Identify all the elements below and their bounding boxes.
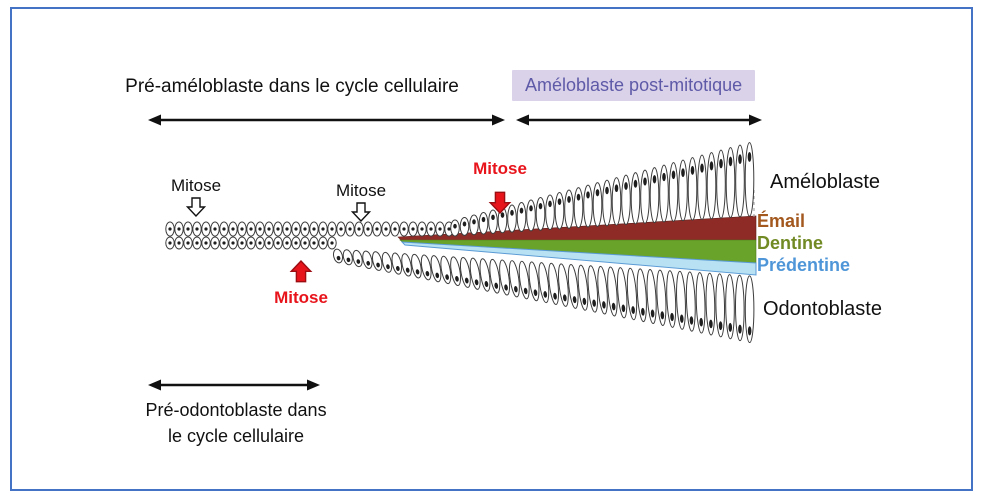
pre-odontoblaste-range-arrow <box>148 379 320 391</box>
mitose-label-2: Mitose <box>335 181 387 200</box>
mitose-arrow-red-up <box>289 259 313 283</box>
ameloblaste-post-mitotique-badge: Améloblaste post-mitotique <box>512 70 756 101</box>
predentine-label: Prédentine <box>757 255 851 275</box>
email-label: Émail <box>757 211 806 231</box>
dentine-label: Dentine <box>757 233 824 253</box>
odontoblast-cells <box>165 236 755 344</box>
diagram-border <box>10 7 973 491</box>
pre-ameloblaste-range-arrow <box>148 114 505 126</box>
mitose-label-red-top: Mitose <box>473 159 527 178</box>
mitose-arrow-1 <box>185 197 207 218</box>
mitose-label-red-bottom: Mitose <box>274 288 328 307</box>
mitose-label-1: Mitose <box>170 176 222 195</box>
ameloblaste-label: Améloblaste <box>770 171 881 193</box>
pre-odontoblaste-label-line2: le cycle cellulaire <box>167 426 305 447</box>
mitose-arrow-2 <box>350 202 372 223</box>
post-mitotic-range-arrow <box>516 114 762 126</box>
pre-ameloblaste-label: Pré-améloblaste dans le cycle cellulaire <box>125 76 459 97</box>
predentine-wedge <box>400 241 757 276</box>
odontoblaste-label: Odontoblaste <box>763 298 882 320</box>
pre-odontoblaste-label: Pré-odontoblaste dans le cycle cellulair… <box>118 397 354 449</box>
pre-odontoblaste-label-line1: Pré-odontoblaste dans <box>145 400 327 420</box>
mitose-arrow-red-down <box>488 191 512 215</box>
ameloblast-cells <box>165 142 755 237</box>
